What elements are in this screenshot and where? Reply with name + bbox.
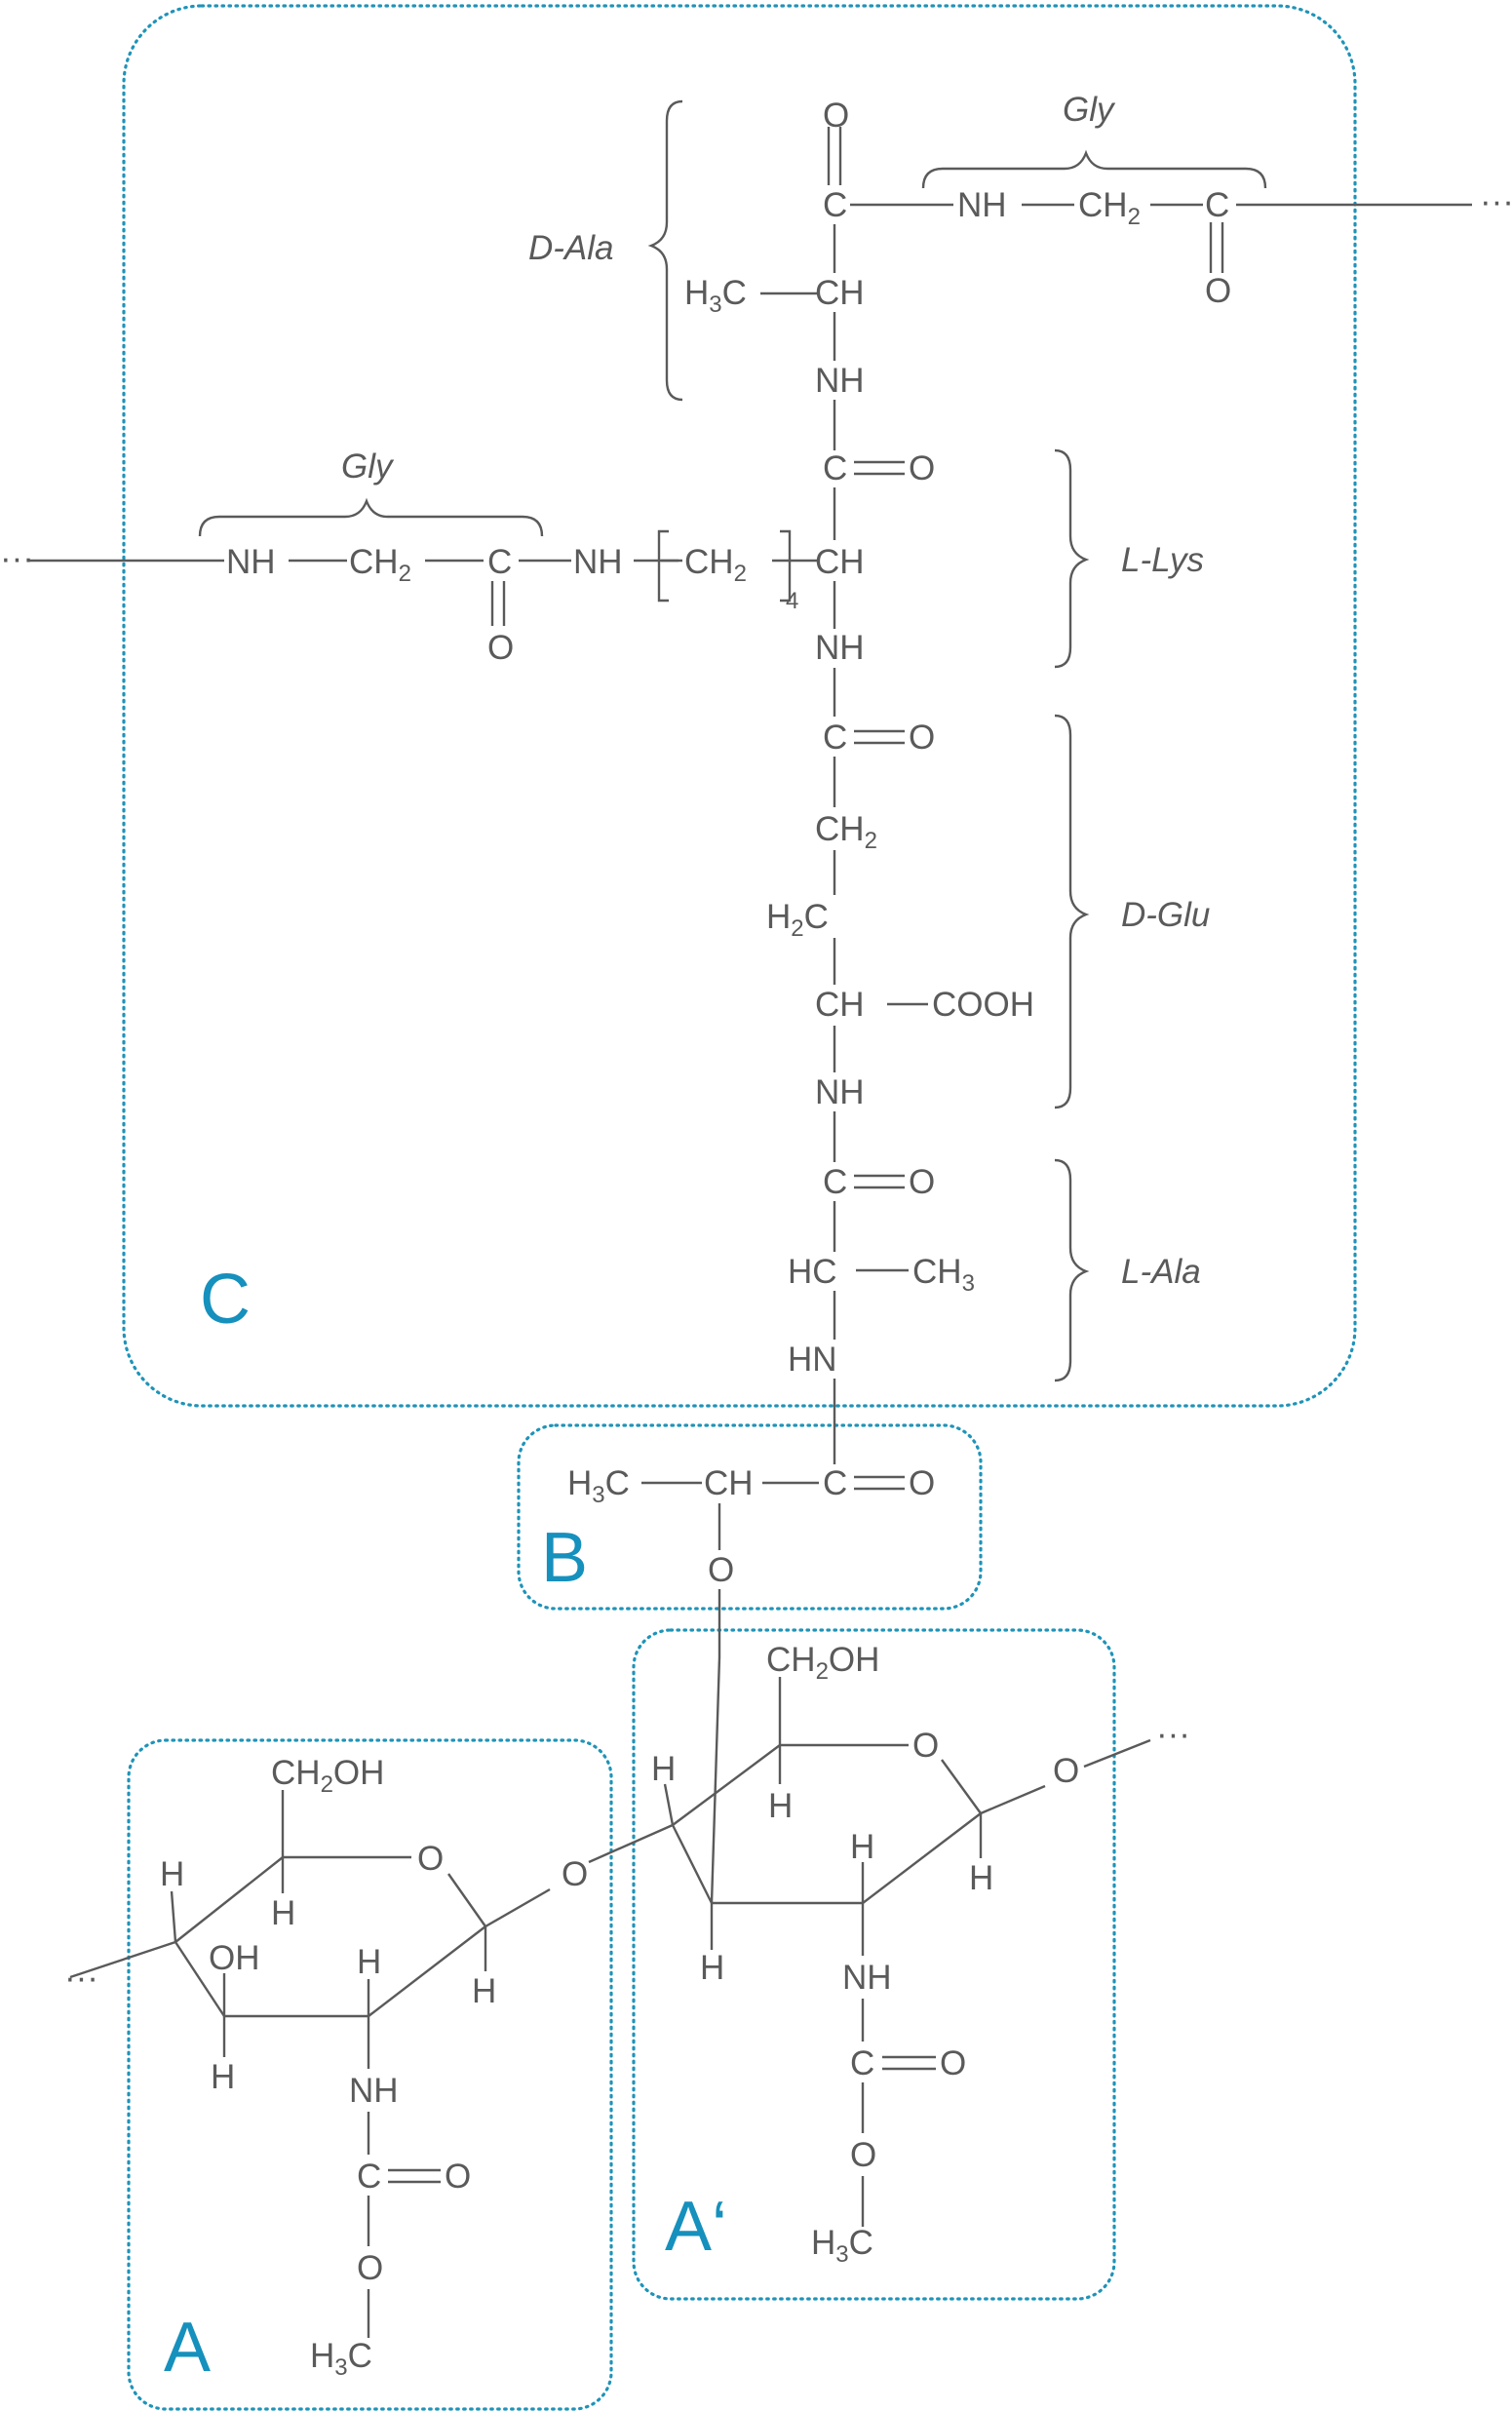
atom-c-gly-top: C (1205, 186, 1229, 224)
atom-o-gly-top: O (1205, 272, 1231, 310)
atom-hn-l-ala: HN (788, 1341, 837, 1379)
atom-h3c-d-ala: H3C (684, 274, 747, 318)
region-label-a: A (164, 2309, 211, 2387)
atom-h2c-d-glu-lower: H2C (766, 898, 829, 942)
brace-l-lys (1054, 448, 1090, 669)
atom-o-d-glu: O (909, 719, 935, 757)
atom-ch2-repeat: CH2 (684, 543, 747, 587)
residue-label-d-ala: D-Ala (528, 229, 614, 267)
atom-c-d-ala: C (823, 186, 847, 224)
atom-ch3-l-ala: CH3 (912, 1253, 975, 1297)
region-c-box (122, 4, 1357, 1408)
atom-nh-l-lys: NH (815, 629, 865, 667)
atom-ch-l-lys: CH (815, 543, 865, 581)
atom-ch2-gly-left: CH2 (349, 543, 411, 587)
atom-ch-lactyl: CH (704, 1464, 754, 1502)
residue-label-gly-left: Gly (341, 447, 395, 486)
bond-lines (27, 127, 1472, 2338)
atom-c-d-glu: C (823, 719, 847, 757)
atom-nh-a: NH (349, 2072, 399, 2110)
atom-o-glyco-a-prime: O (1053, 1752, 1079, 1790)
chain-continuation-right-bottom: ··· (1156, 1715, 1190, 1753)
residue-label-l-ala: L-Ala (1121, 1253, 1201, 1291)
atom-h-a-prime-c4: H (651, 1750, 676, 1788)
atom-ch-d-glu: CH (815, 986, 865, 1024)
chain-continuation-bottom-left: ··· (64, 1959, 98, 1997)
atom-cooh-d-glu: COOH (932, 986, 1034, 1024)
atom-h-a-c4: H (160, 1855, 184, 1893)
region-label-a-prime: A‘ (665, 2188, 727, 2266)
atom-h-a-prime-c5: H (768, 1787, 793, 1825)
region-a-box (127, 1738, 613, 2411)
atom-o-ring-a: O (417, 1840, 444, 1878)
atom-ch-d-ala: CH (815, 274, 865, 312)
residue-label-l-lys: L-Lys (1121, 541, 1204, 579)
atom-h3c-a-prime: H3C (811, 2224, 873, 2268)
brace-gly-left (198, 497, 544, 537)
atom-o-a-carbonyl: O (445, 2158, 471, 2196)
atom-nh-d-glu: NH (815, 1073, 865, 1111)
brace-gly-top (921, 149, 1267, 189)
atom-c-l-lys: C (823, 449, 847, 487)
brace-d-ala (647, 99, 683, 402)
region-label-b: B (541, 1519, 588, 1597)
atom-h-a-prime-c2-up: H (850, 1828, 874, 1866)
atom-hc-l-ala: HC (788, 1253, 837, 1291)
atom-o-l-lys: O (909, 449, 935, 487)
region-label-c: C (200, 1261, 251, 1339)
chain-continuation-right-top: ··· (1480, 182, 1512, 220)
chain-continuation-left: ··· (0, 539, 34, 577)
brace-l-ala (1054, 1158, 1090, 1382)
residue-label-d-glu: D-Glu (1121, 896, 1210, 934)
atom-c-a: C (357, 2158, 381, 2196)
atom-h-a-prime-c3: H (700, 1949, 724, 1987)
atom-o-a-prime-ester: O (850, 2136, 876, 2174)
atom-c-l-ala: C (823, 1163, 847, 1201)
atom-h-a-prime-c1: H (969, 1859, 993, 1897)
region-a-prime-box (632, 1628, 1116, 2301)
atom-c-gly-left: C (487, 543, 512, 581)
atom-nh-lys-epsilon: NH (573, 543, 623, 581)
atom-h3c-lactyl: H3C (567, 1464, 630, 1508)
atom-c-a-prime: C (850, 2044, 874, 2082)
region-b-box (517, 1423, 983, 1611)
atom-o-ring-a-prime: O (912, 1727, 939, 1765)
atom-nh-a-prime: NH (842, 1959, 892, 1997)
atom-nh-d-ala: NH (815, 362, 865, 400)
atom-o-lactyl-carbonyl: O (909, 1464, 935, 1502)
atom-o-gly-left: O (487, 629, 514, 667)
atom-ch2oh-a-prime: CH2OH (766, 1641, 879, 1685)
atom-h3c-a: H3C (310, 2337, 372, 2381)
atom-o-lactyl-ether: O (708, 1551, 734, 1589)
residue-label-gly-top: Gly (1063, 91, 1116, 129)
atom-h-a-c1: H (472, 1972, 496, 2010)
atom-ch2oh-a: CH2OH (271, 1754, 384, 1798)
brace-d-glu (1054, 714, 1090, 1109)
atom-ch2-gly-top: CH2 (1078, 186, 1141, 230)
atom-o-a-ester: O (357, 2249, 383, 2287)
atom-oh-a: OH (209, 1939, 260, 1977)
atom-ch2-d-glu-upper: CH2 (815, 810, 877, 854)
atom-nh-gly-top: NH (957, 186, 1007, 224)
atom-h-a-c5: H (271, 1894, 295, 1932)
atom-h-a-c2-up: H (357, 1943, 381, 1981)
atom-h-a-c3: H (211, 2058, 235, 2096)
atom-o-l-ala: O (909, 1163, 935, 1201)
atom-c-lactyl: C (823, 1464, 847, 1502)
atom-o-a-prime-carbonyl: O (940, 2044, 966, 2082)
atom-nh-gly-left: NH (226, 543, 276, 581)
atom-o-d-ala-carbonyl: O (823, 97, 849, 135)
repeat-count: 4 (786, 588, 798, 614)
atom-o-glyco-a: O (562, 1855, 588, 1893)
